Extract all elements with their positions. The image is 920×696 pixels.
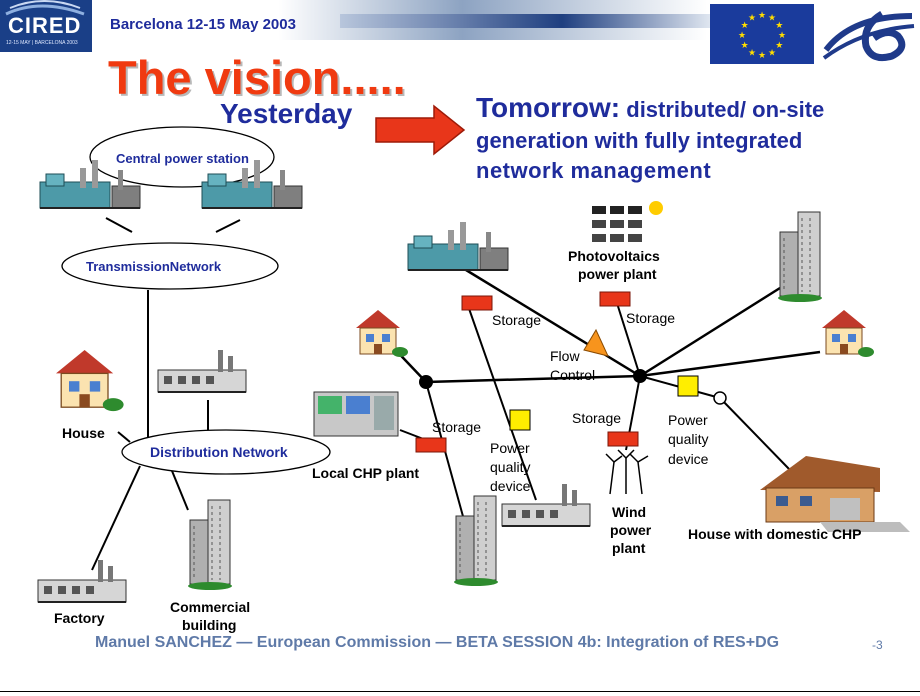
eu-star-icon: ★	[775, 40, 783, 50]
label-storage-2: Storage	[626, 310, 676, 326]
label-house: House	[62, 425, 105, 441]
eu-star-icon: ★	[741, 20, 749, 30]
label-storage-3: Storage	[432, 419, 482, 435]
footer-text: Manuel SANCHEZ — European Commission — B…	[95, 634, 780, 651]
label-transmission-network: TransmissionNetwork	[86, 259, 222, 274]
label-building: building	[182, 617, 237, 633]
label-commercial: Commercial	[170, 599, 251, 615]
footer-rule	[0, 691, 920, 692]
cired-logo-icon	[5, 0, 85, 16]
cired-logo-text: CIRED	[8, 13, 82, 38]
chp-plant-icon	[313, 391, 399, 437]
eu-star-icon: ★	[738, 30, 746, 40]
label-pq-a-power: Power	[490, 440, 530, 456]
label-wind: Wind	[612, 504, 647, 520]
cired-logo	[0, 0, 92, 52]
label-pq-b-quality: quality	[668, 431, 709, 447]
label-central-power-station: Central power station	[116, 151, 249, 166]
eu-flag-icon: ★★★★★★★★★★★★	[710, 4, 814, 64]
tomorrow-heading: Tomorrow: distributed/ on-site	[476, 92, 824, 124]
eu-star-icon: ★	[741, 40, 749, 50]
label-storage-4: Storage	[572, 410, 622, 426]
label-photovoltaics: Photovoltaics	[568, 248, 660, 264]
slide-title: The vision.....	[108, 51, 406, 104]
tomorrow-line2: generation with fully integrated	[476, 128, 803, 153]
wind-turbines-icon	[605, 449, 649, 495]
label-control: Control	[550, 367, 596, 383]
label-house-domestic-chp: House with domestic CHP	[688, 526, 862, 542]
photovoltaic-panels-icon	[592, 201, 663, 242]
label-pv-power-plant: power plant	[578, 266, 657, 282]
eu-star-icon: ★	[748, 13, 756, 23]
eu-star-icon: ★	[768, 47, 776, 57]
event-title: Barcelona 12-15 May 2003	[110, 16, 296, 33]
header-accent-bar	[340, 14, 710, 28]
label-local-chp: Local CHP plant	[312, 465, 420, 481]
domestic-chp-house-icon	[760, 456, 910, 532]
label-pq-a-quality: quality	[490, 459, 531, 475]
eu-star-icon: ★	[748, 47, 756, 57]
eu-star-icon: ★	[775, 20, 783, 30]
page-number: -3	[872, 638, 883, 652]
label-wind-plant: plant	[612, 540, 646, 556]
yesterday-label: Yesterday	[220, 98, 353, 129]
fp6-logo-icon	[822, 10, 915, 62]
label-pq-a-device: device	[490, 478, 531, 494]
tomorrow-lead: Tomorrow:	[476, 92, 621, 123]
label-pq-b-device: device	[668, 451, 709, 467]
label-flow: Flow	[550, 348, 580, 364]
label-distribution-network: Distribution Network	[150, 444, 288, 460]
arrow-right-icon	[375, 104, 466, 156]
label-storage-1: Storage	[492, 312, 542, 328]
eu-star-icon: ★	[768, 13, 776, 23]
cired-logo-subtext: 12-15 MAY | BARCELONA 2003	[6, 40, 78, 46]
label-pq-b-power: Power	[668, 412, 708, 428]
eu-star-icon: ★	[758, 10, 766, 20]
tomorrow-line1: distributed/ on-site	[620, 97, 825, 122]
label-wind-power: power	[610, 522, 652, 538]
eu-stars-icon: ★★★★★★★★★★★★	[738, 10, 786, 60]
tomorrow-line3: network management	[476, 158, 712, 183]
label-factory: Factory	[54, 610, 105, 626]
eu-star-icon: ★	[778, 30, 786, 40]
eu-star-icon: ★	[758, 50, 766, 60]
